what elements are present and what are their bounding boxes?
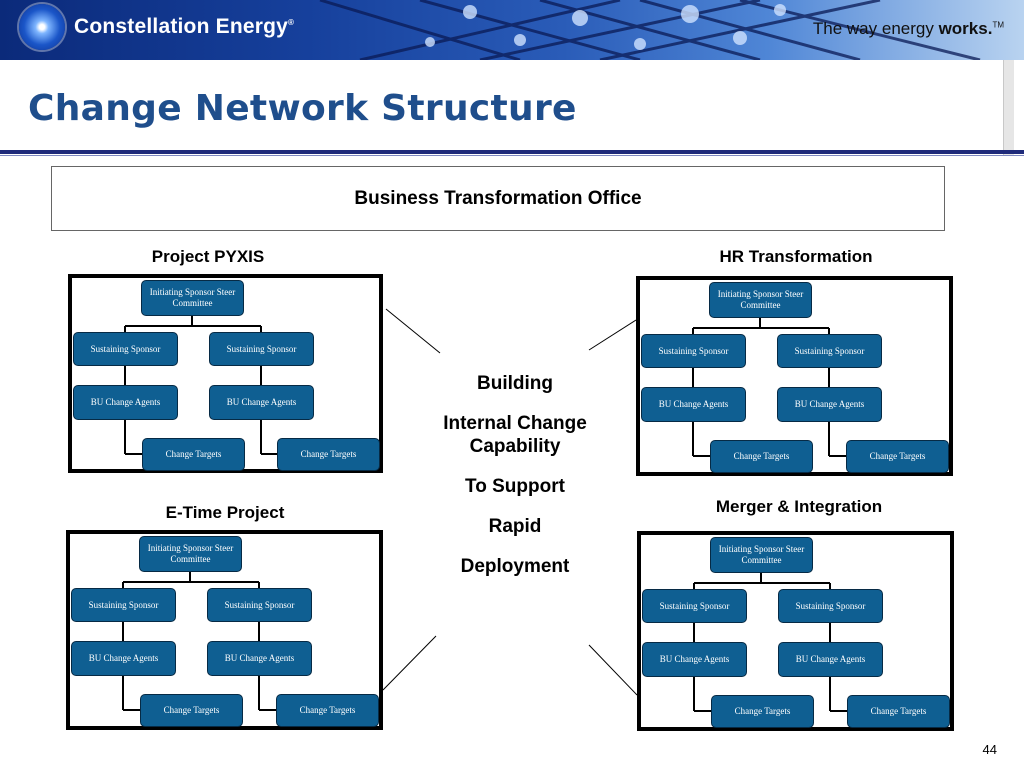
org-connectors	[693, 573, 847, 712]
page-title: Change Network Structure	[28, 88, 577, 129]
project-label-hr: HR Transformation	[719, 247, 873, 266]
node-change-targets: Change Targets	[846, 440, 949, 473]
node-bu-change-agents: BU Change Agents	[642, 642, 747, 677]
node-bu-change-agents: BU Change Agents	[207, 641, 312, 676]
project-label-merger: Merger & Integration	[715, 497, 883, 516]
node-bu-change-agents: BU Change Agents	[73, 385, 178, 420]
center-message: Building Internal Change Capability To S…	[415, 372, 615, 595]
node-change-targets: Change Targets	[140, 694, 243, 727]
node-sustaining-sponsor: Sustaining Sponsor	[778, 589, 883, 623]
center-line: Internal Change Capability	[443, 413, 587, 457]
banner-grid-pattern	[319, 0, 981, 60]
org-connectors	[124, 316, 277, 455]
title-divider	[0, 150, 1024, 154]
node-sustaining-sponsor: Sustaining Sponsor	[71, 588, 176, 622]
org-chart-merger: Initiating Sponsor Steer Committee Susta…	[637, 531, 954, 731]
center-line: Rapid	[488, 516, 542, 537]
org-chart-etime: Initiating Sponsor Steer Committee Susta…	[66, 530, 383, 730]
project-label-pyxis: Project PYXIS	[151, 247, 265, 266]
business-transformation-office-box: Business Transformation Office	[51, 166, 945, 231]
node-sustaining-sponsor: Sustaining Sponsor	[642, 589, 747, 623]
side-bar	[1003, 60, 1014, 156]
node-bu-change-agents: BU Change Agents	[71, 641, 176, 676]
page-number: 44	[982, 742, 997, 757]
node-initiating-sponsor: Initiating Sponsor Steer Committee	[709, 282, 812, 318]
node-sustaining-sponsor: Sustaining Sponsor	[641, 334, 746, 368]
node-bu-change-agents: BU Change Agents	[777, 387, 882, 422]
node-sustaining-sponsor: Sustaining Sponsor	[209, 332, 314, 366]
node-sustaining-sponsor: Sustaining Sponsor	[777, 334, 882, 368]
header-banner: Constellation Energy® The way energy wor…	[0, 0, 1024, 60]
org-chart-pyxis: Initiating Sponsor Steer Committee Susta…	[68, 274, 383, 473]
center-line: To Support	[465, 476, 565, 497]
center-line: Building	[477, 373, 553, 394]
node-bu-change-agents: BU Change Agents	[641, 387, 746, 422]
starburst-logo-icon	[19, 4, 65, 50]
node-sustaining-sponsor: Sustaining Sponsor	[207, 588, 312, 622]
company-logo-text: Constellation Energy®	[74, 15, 295, 38]
org-connectors	[692, 318, 846, 457]
org-chart-hr: Initiating Sponsor Steer Committee Susta…	[636, 276, 953, 476]
node-change-targets: Change Targets	[142, 438, 245, 471]
org-connectors	[122, 572, 276, 711]
node-bu-change-agents: BU Change Agents	[209, 385, 314, 420]
node-bu-change-agents: BU Change Agents	[778, 642, 883, 677]
center-line: Deployment	[460, 556, 570, 577]
node-change-targets: Change Targets	[276, 694, 379, 727]
node-change-targets: Change Targets	[277, 438, 380, 471]
node-sustaining-sponsor: Sustaining Sponsor	[73, 332, 178, 366]
tagline: The way energy works.TM	[812, 19, 1004, 38]
node-initiating-sponsor: Initiating Sponsor Steer Committee	[139, 536, 242, 572]
node-initiating-sponsor: Initiating Sponsor Steer Committee	[710, 537, 813, 573]
title-divider-thin	[0, 155, 1024, 156]
node-change-targets: Change Targets	[847, 695, 950, 728]
project-label-etime: E-Time Project	[165, 503, 285, 522]
node-initiating-sponsor: Initiating Sponsor Steer Committee	[141, 280, 244, 316]
node-change-targets: Change Targets	[711, 695, 814, 728]
node-change-targets: Change Targets	[710, 440, 813, 473]
